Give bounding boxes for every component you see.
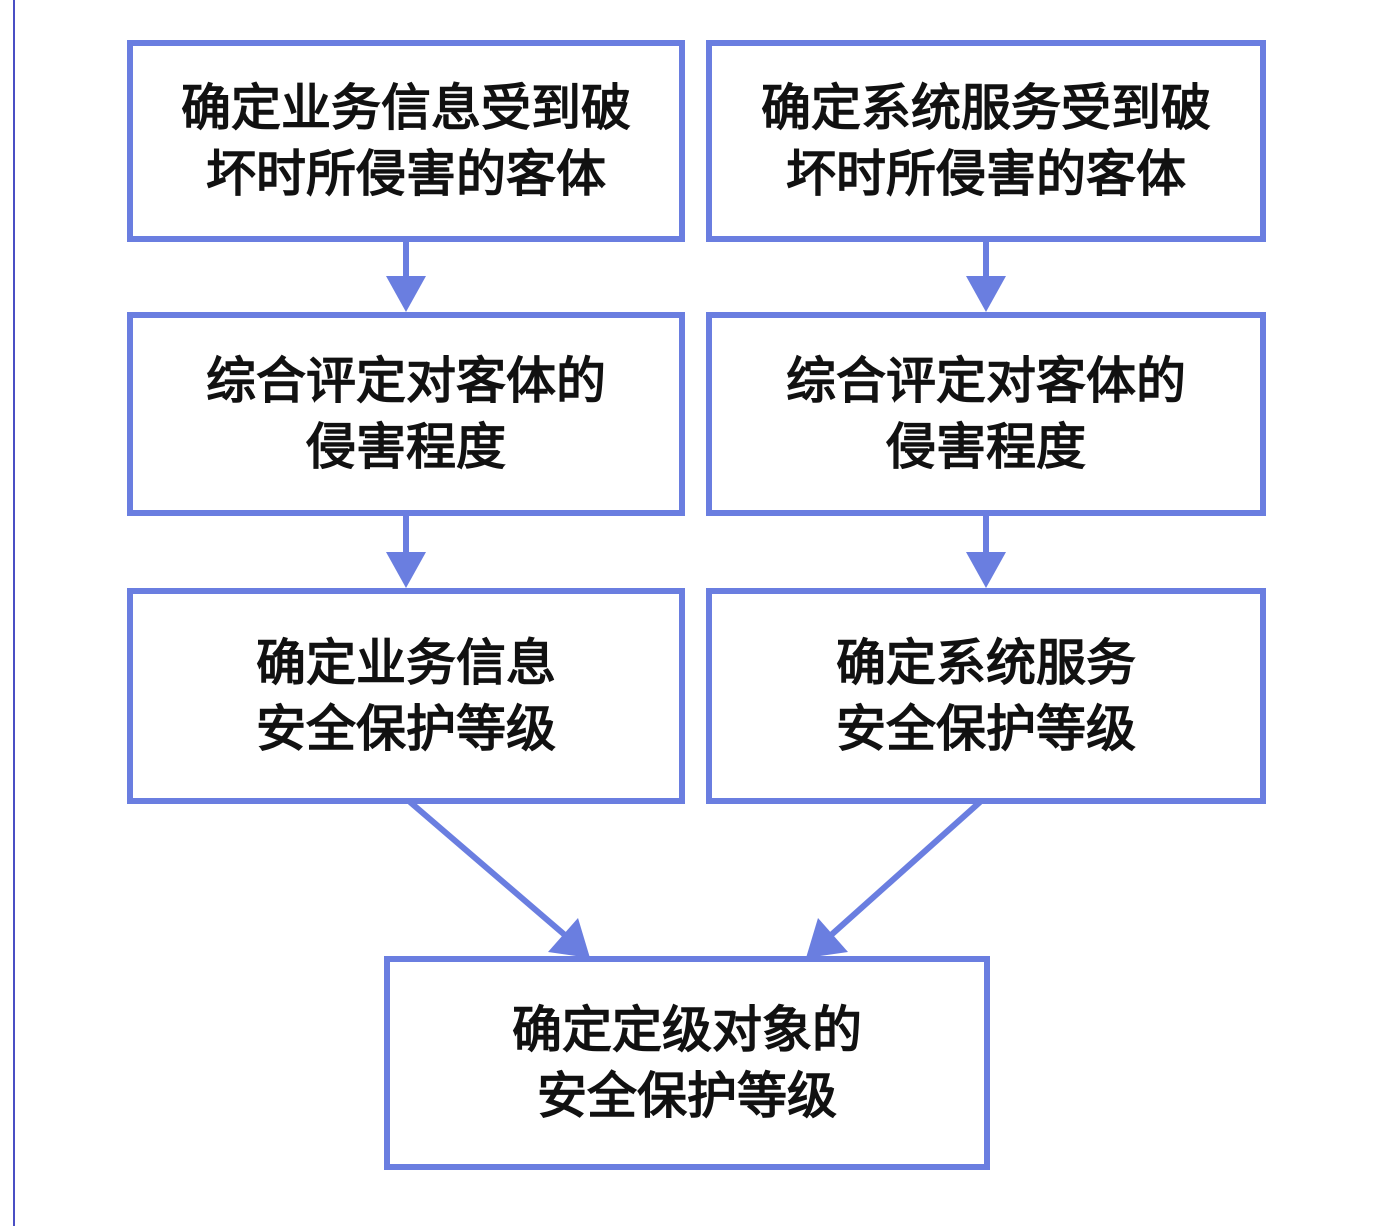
box-final-level-line1: 确定定级对象的 xyxy=(512,1001,862,1059)
box-final-level-line2: 安全保护等级 xyxy=(537,1067,837,1125)
box-system-damage: 综合评定对客体的 侵害程度 xyxy=(706,312,1266,516)
box-system-damage-line2: 侵害程度 xyxy=(886,418,1086,476)
arrowhead-system-damage-to-level xyxy=(966,552,1006,588)
box-final-level: 确定定级对象的 安全保护等级 xyxy=(384,956,990,1170)
box-business-level: 确定业务信息 安全保护等级 xyxy=(127,588,685,804)
box-business-damage-line2: 侵害程度 xyxy=(306,418,506,476)
box-system-object-line1: 确定系统服务受到破 xyxy=(761,79,1211,137)
box-business-object-line2: 坏时所侵害的客体 xyxy=(206,145,606,203)
arrow-business-level-to-final xyxy=(408,799,568,939)
box-business-level-line1: 确定业务信息 xyxy=(256,634,556,692)
box-system-level-line2: 安全保护等级 xyxy=(836,700,1136,758)
box-system-damage-line1: 综合评定对客体的 xyxy=(786,352,1186,410)
box-system-level-line1: 确定系统服务 xyxy=(836,634,1136,692)
arrowhead-system-level-to-final xyxy=(806,918,848,958)
box-business-object-line1: 确定业务信息受到破 xyxy=(181,79,631,137)
box-business-level-line2: 安全保护等级 xyxy=(256,700,556,758)
arrowhead-business-object-to-damage xyxy=(386,276,426,312)
left-border-line xyxy=(13,0,15,1226)
box-system-object: 确定系统服务受到破 坏时所侵害的客体 xyxy=(706,40,1266,242)
arrowhead-system-object-to-damage xyxy=(966,276,1006,312)
box-business-object: 确定业务信息受到破 坏时所侵害的客体 xyxy=(127,40,685,242)
arrowhead-business-level-to-final xyxy=(548,918,590,958)
box-business-damage-line1: 综合评定对客体的 xyxy=(206,352,606,410)
arrowhead-business-damage-to-level xyxy=(386,552,426,588)
box-system-object-line2: 坏时所侵害的客体 xyxy=(786,145,1186,203)
box-system-level: 确定系统服务 安全保护等级 xyxy=(706,588,1266,804)
box-business-damage: 综合评定对客体的 侵害程度 xyxy=(127,312,685,516)
arrow-system-level-to-final xyxy=(828,799,982,939)
